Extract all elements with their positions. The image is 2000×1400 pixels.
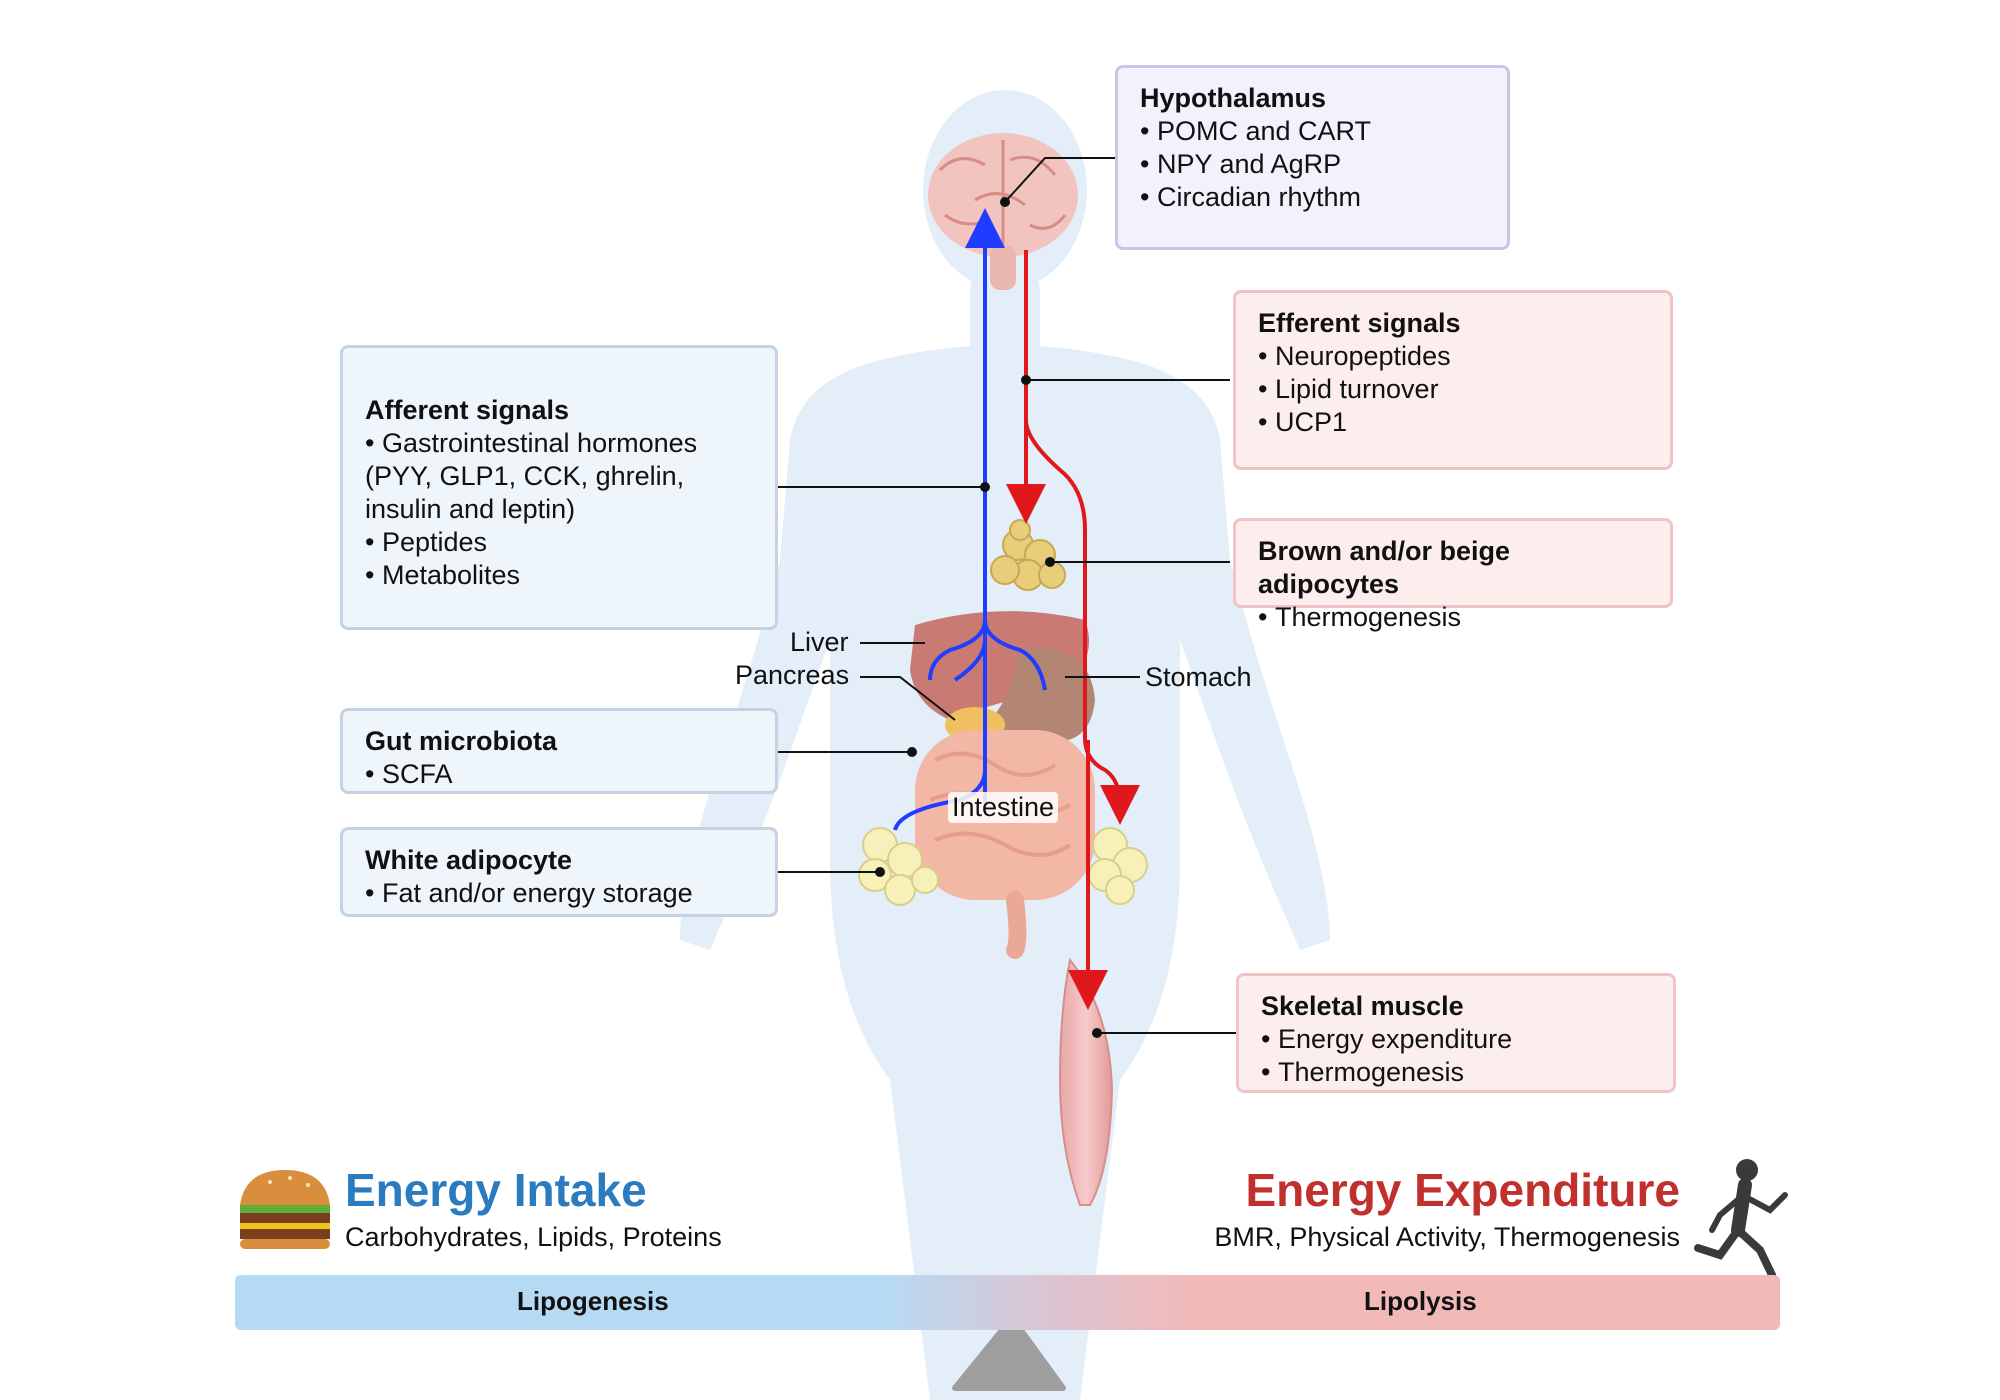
leader-lines: [778, 157, 1237, 1034]
energy-intake-subtitle: Carbohydrates, Lipids, Proteins: [345, 1222, 722, 1252]
energy-expenditure-title: Energy Expenditure: [1245, 1164, 1680, 1216]
white-adipocyte-title: White adipocyte: [365, 845, 573, 875]
lipolysis-label: Lipolysis: [1364, 1286, 1477, 1316]
hypothalamus-title: Hypothalamus: [1140, 83, 1327, 113]
afferent-item: Gastrointestinal hormones (PYY, GLP1, CC…: [365, 427, 753, 526]
white-adipocyte-item: Fat and/or energy storage: [365, 877, 753, 910]
white-adipocyte-list: Fat and/or energy storage: [365, 877, 753, 910]
afferent-title: Afferent signals: [365, 395, 570, 425]
gut-microbiota-item: SCFA: [365, 758, 753, 791]
efferent-title: Efferent signals: [1258, 308, 1461, 338]
skeletal-muscle-list: Energy expenditure Thermogenesis: [1261, 1023, 1651, 1089]
stomach-label: Stomach: [1145, 662, 1252, 692]
liver-label: Liver: [790, 627, 849, 657]
white-adipocyte-cluster-right-icon: [1088, 827, 1148, 905]
pancreas-label: Pancreas: [735, 660, 850, 690]
skeletal-muscle-box: Skeletal muscle Energy expenditure Therm…: [1236, 973, 1676, 1093]
afferent-signals-box: Afferent signals Gastrointestinal hormon…: [340, 345, 778, 630]
efferent-item: Lipid turnover: [1258, 373, 1648, 406]
gut-microbiota-list: SCFA: [365, 758, 753, 791]
hypothalamus-item: POMC and CART: [1140, 115, 1485, 148]
hypothalamus-item: Circadian rhythm: [1140, 181, 1485, 214]
skeletal-muscle-item: Thermogenesis: [1261, 1056, 1651, 1089]
burger-icon: [240, 1170, 330, 1249]
afferent-item: Peptides: [365, 526, 753, 559]
efferent-list: Neuropeptides Lipid turnover UCP1: [1258, 340, 1648, 439]
efferent-item: UCP1: [1258, 406, 1648, 439]
hypothalamus-list: POMC and CART NPY and AgRP Circadian rhy…: [1140, 115, 1485, 214]
energy-intake-title: Energy Intake: [345, 1164, 647, 1216]
brown-adipocytes-title: Brown and/or beige adipocytes: [1258, 536, 1511, 599]
stomach-icon: [990, 648, 1095, 742]
energy-expenditure-subtitle: BMR, Physical Activity, Thermogenesis: [1214, 1222, 1680, 1252]
white-adipocyte-box: White adipocyte Fat and/or energy storag…: [340, 827, 778, 917]
leader-dots: [875, 197, 1102, 1038]
balance-scale-bar: [235, 1275, 1780, 1330]
brown-adipocytes-item: Thermogenesis: [1258, 601, 1648, 634]
skeletal-muscle-icon: [1058, 957, 1114, 1206]
brown-adipocytes-list: Thermogenesis: [1258, 601, 1648, 634]
efferent-item: Neuropeptides: [1258, 340, 1648, 373]
intestine-label: Intestine: [948, 792, 1059, 823]
hypothalamus-item: NPY and AgRP: [1140, 148, 1485, 181]
skeletal-muscle-item: Energy expenditure: [1261, 1023, 1651, 1056]
skeletal-muscle-title: Skeletal muscle: [1261, 991, 1464, 1021]
hypothalamus-box: Hypothalamus POMC and CART NPY and AgRP …: [1115, 65, 1510, 250]
gut-microbiota-title: Gut microbiota: [365, 726, 558, 756]
runner-icon: [1694, 1159, 1788, 1279]
afferent-list: Gastrointestinal hormones (PYY, GLP1, CC…: [365, 427, 753, 592]
lipogenesis-label: Lipogenesis: [517, 1286, 669, 1316]
afferent-item: Metabolites: [365, 559, 753, 592]
efferent-signals-box: Efferent signals Neuropeptides Lipid tur…: [1233, 290, 1673, 470]
brown-adipocytes-box: Brown and/or beige adipocytes Thermogene…: [1233, 518, 1673, 632]
fulcrum-triangle-icon: [952, 1315, 1066, 1391]
white-adipocyte-cluster-left-icon: [858, 827, 939, 906]
gut-microbiota-box: Gut microbiota SCFA: [340, 708, 778, 794]
